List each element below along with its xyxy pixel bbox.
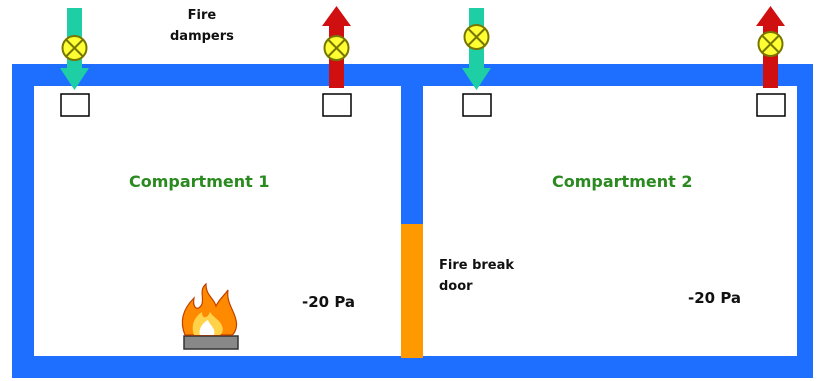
building-walls <box>12 64 813 378</box>
fire-break-door-label: Fire break door <box>439 258 515 294</box>
fire-damper-supply-1 <box>61 35 88 61</box>
fire-tray <box>183 335 239 350</box>
bottom-wall <box>12 356 813 378</box>
pressure-compartment-2: -20 Pa <box>688 289 742 307</box>
compartment-2-label: Compartment 2 <box>552 172 693 191</box>
compartment-1-label: Compartment 1 <box>129 172 270 191</box>
partition-wall <box>401 64 423 224</box>
ceiling-vents <box>60 93 786 117</box>
fire-damper-extract-1 <box>323 35 350 61</box>
fire-break-door <box>401 224 423 358</box>
fire-damper-extract-2 <box>757 31 784 57</box>
fire-damper-icon <box>61 24 784 61</box>
vent-extract-1 <box>322 93 352 117</box>
vent-extract-2 <box>756 93 786 117</box>
right-wall <box>797 64 813 374</box>
fire-icon <box>181 282 239 350</box>
pressure-compartment-1: -20 Pa <box>302 293 356 311</box>
vent-supply-1 <box>60 93 90 117</box>
vent-supply-2 <box>462 93 492 117</box>
left-wall <box>12 64 34 374</box>
fire-damper-supply-2 <box>463 24 490 50</box>
fire-dampers-label: Fire dampers <box>170 8 234 44</box>
